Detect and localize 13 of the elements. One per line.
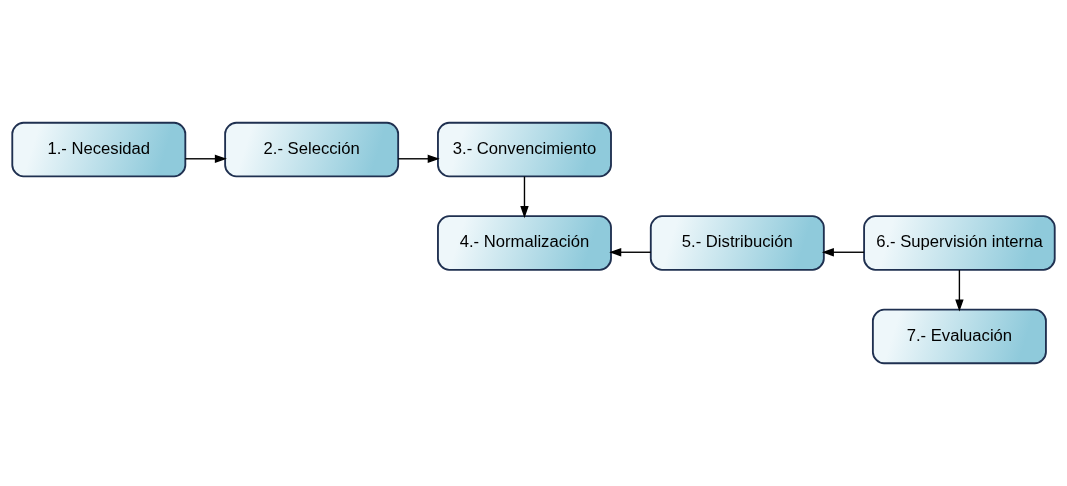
node-box: 1.- Necesidad — [11, 121, 187, 178]
arrow — [520, 175, 529, 219]
arrow — [609, 248, 652, 257]
node-box: 4.- Normalización — [437, 215, 612, 271]
node-box: 2.- Selección — [224, 121, 400, 178]
node-box: 5.- Distribución — [649, 215, 825, 271]
arrow — [184, 154, 227, 163]
arrow — [821, 248, 865, 257]
node-box: 7.- Evaluación — [871, 308, 1047, 365]
node-box: 6.- Supervisión interna — [863, 215, 1056, 271]
arrow — [397, 154, 440, 163]
arrow — [955, 269, 964, 312]
node-box: 3.- Convencimiento — [437, 121, 612, 178]
